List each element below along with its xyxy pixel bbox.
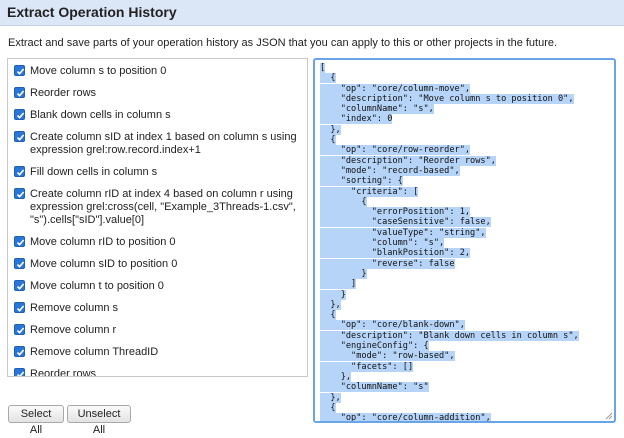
json-line: { xyxy=(320,402,336,413)
operation-item[interactable]: Remove column s xyxy=(8,300,307,317)
operation-label: Fill down cells in column s xyxy=(30,166,158,178)
json-line: { xyxy=(320,310,336,321)
operation-label: Blank down cells in column s xyxy=(30,109,171,121)
operation-label: Reorder rows xyxy=(30,368,97,377)
dialog-title: Extract Operation History xyxy=(7,4,177,20)
json-line: "columnName": "s", xyxy=(320,104,434,115)
json-line: "description": "Move column s to positio… xyxy=(320,93,574,104)
operation-label: Create column rID at index 4 based on co… xyxy=(30,188,296,226)
dialog-header: Extract Operation History xyxy=(0,0,624,26)
checkbox-checked-icon[interactable] xyxy=(14,324,25,335)
operation-label: Remove column ThreadID xyxy=(30,346,159,358)
json-line: "description": "Reorder rows", xyxy=(320,155,496,166)
operation-label: Reorder rows xyxy=(30,87,97,99)
json-line: } xyxy=(320,289,346,300)
operation-label: Remove column s xyxy=(30,302,119,314)
unselect-all-button[interactable]: Unselect All xyxy=(67,405,131,436)
operation-label: Move column rID to position 0 xyxy=(30,236,176,248)
operation-item[interactable]: Move column sID to position 0 xyxy=(8,256,307,273)
json-line: "op": "core/blank-down", xyxy=(320,320,465,331)
json-line: "mode": "record-based", xyxy=(320,165,460,176)
json-line: "description": "Blank down cells in colu… xyxy=(320,330,579,341)
operation-label: Move column t to position 0 xyxy=(30,280,164,292)
json-line: ] xyxy=(320,279,357,290)
checkbox-checked-icon[interactable] xyxy=(14,131,25,142)
checkbox-checked-icon[interactable] xyxy=(14,236,25,247)
checkbox-checked-icon[interactable] xyxy=(14,346,25,357)
json-line: "op": "core/row-reorder", xyxy=(320,145,471,156)
intro-text: Extract and save parts of your operation… xyxy=(8,37,558,49)
json-line: "columnName": "s" xyxy=(320,382,429,393)
json-line: "index": 0 xyxy=(320,114,393,125)
json-line: "op": "core/column-addition", xyxy=(320,413,491,423)
checkbox-checked-icon[interactable] xyxy=(14,109,25,120)
select-all-button[interactable]: Select All xyxy=(8,405,64,436)
operation-item[interactable]: Reorder rows xyxy=(8,366,307,377)
resize-grip-icon[interactable] xyxy=(605,412,613,420)
json-textarea[interactable]: [ { "op": "core/column-move", "descripti… xyxy=(313,58,616,423)
checkbox-checked-icon[interactable] xyxy=(14,258,25,269)
operation-item[interactable]: Move column t to position 0 xyxy=(8,278,307,295)
json-line: "facets": [] xyxy=(320,361,414,372)
json-line: { xyxy=(320,73,336,84)
operation-item[interactable]: Create column rID at index 4 based on co… xyxy=(8,186,307,229)
operation-item[interactable]: Move column rID to position 0 xyxy=(8,234,307,251)
json-line: }, xyxy=(320,371,352,382)
operation-label: Remove column r xyxy=(30,324,117,336)
operation-item[interactable]: Remove column ThreadID xyxy=(8,344,307,361)
checkbox-checked-icon[interactable] xyxy=(14,188,25,199)
checkbox-checked-icon[interactable] xyxy=(14,368,25,376)
json-line: }, xyxy=(320,299,341,310)
json-line: "engineConfig": { xyxy=(320,341,429,352)
operation-item[interactable]: Move column s to position 0 xyxy=(8,63,307,80)
checkbox-checked-icon[interactable] xyxy=(14,302,25,313)
json-line: "errorPosition": 1, xyxy=(320,207,471,218)
checkbox-checked-icon[interactable] xyxy=(14,166,25,177)
operation-item[interactable]: Reorder rows xyxy=(8,85,307,102)
operation-label: Move column s to position 0 xyxy=(30,65,167,77)
json-line: "blankPosition": 2, xyxy=(320,248,471,259)
json-line: "caseSensitive": false, xyxy=(320,217,491,228)
operation-item[interactable]: Fill down cells in column s xyxy=(8,164,307,181)
json-line: } xyxy=(320,268,367,279)
json-line: [ xyxy=(320,63,326,73)
operation-item[interactable]: Create column sID at index 1 based on co… xyxy=(8,129,307,159)
json-line: }, xyxy=(320,124,341,135)
json-line: "sorting": { xyxy=(320,176,403,187)
operation-item[interactable]: Remove column r xyxy=(8,322,307,339)
checkbox-checked-icon[interactable] xyxy=(14,280,25,291)
json-line: "column": "s", xyxy=(320,238,445,249)
json-line: }, xyxy=(320,392,341,403)
json-line: { xyxy=(320,135,336,146)
json-line: "valueType": "string", xyxy=(320,227,486,238)
operation-item[interactable]: Blank down cells in column s xyxy=(8,107,307,124)
json-line: "reverse": false xyxy=(320,258,455,269)
json-line: "criteria": [ xyxy=(320,186,419,197)
checkbox-checked-icon[interactable] xyxy=(14,87,25,98)
operation-label: Create column sID at index 1 based on co… xyxy=(30,131,297,156)
json-line: "op": "core/column-move", xyxy=(320,83,471,94)
json-line: { xyxy=(320,196,367,207)
operation-label: Move column sID to position 0 xyxy=(30,258,178,270)
json-content[interactable]: [ { "op": "core/column-move", "descripti… xyxy=(315,60,614,423)
checkbox-checked-icon[interactable] xyxy=(14,65,25,76)
json-line: "mode": "row-based", xyxy=(320,351,455,362)
